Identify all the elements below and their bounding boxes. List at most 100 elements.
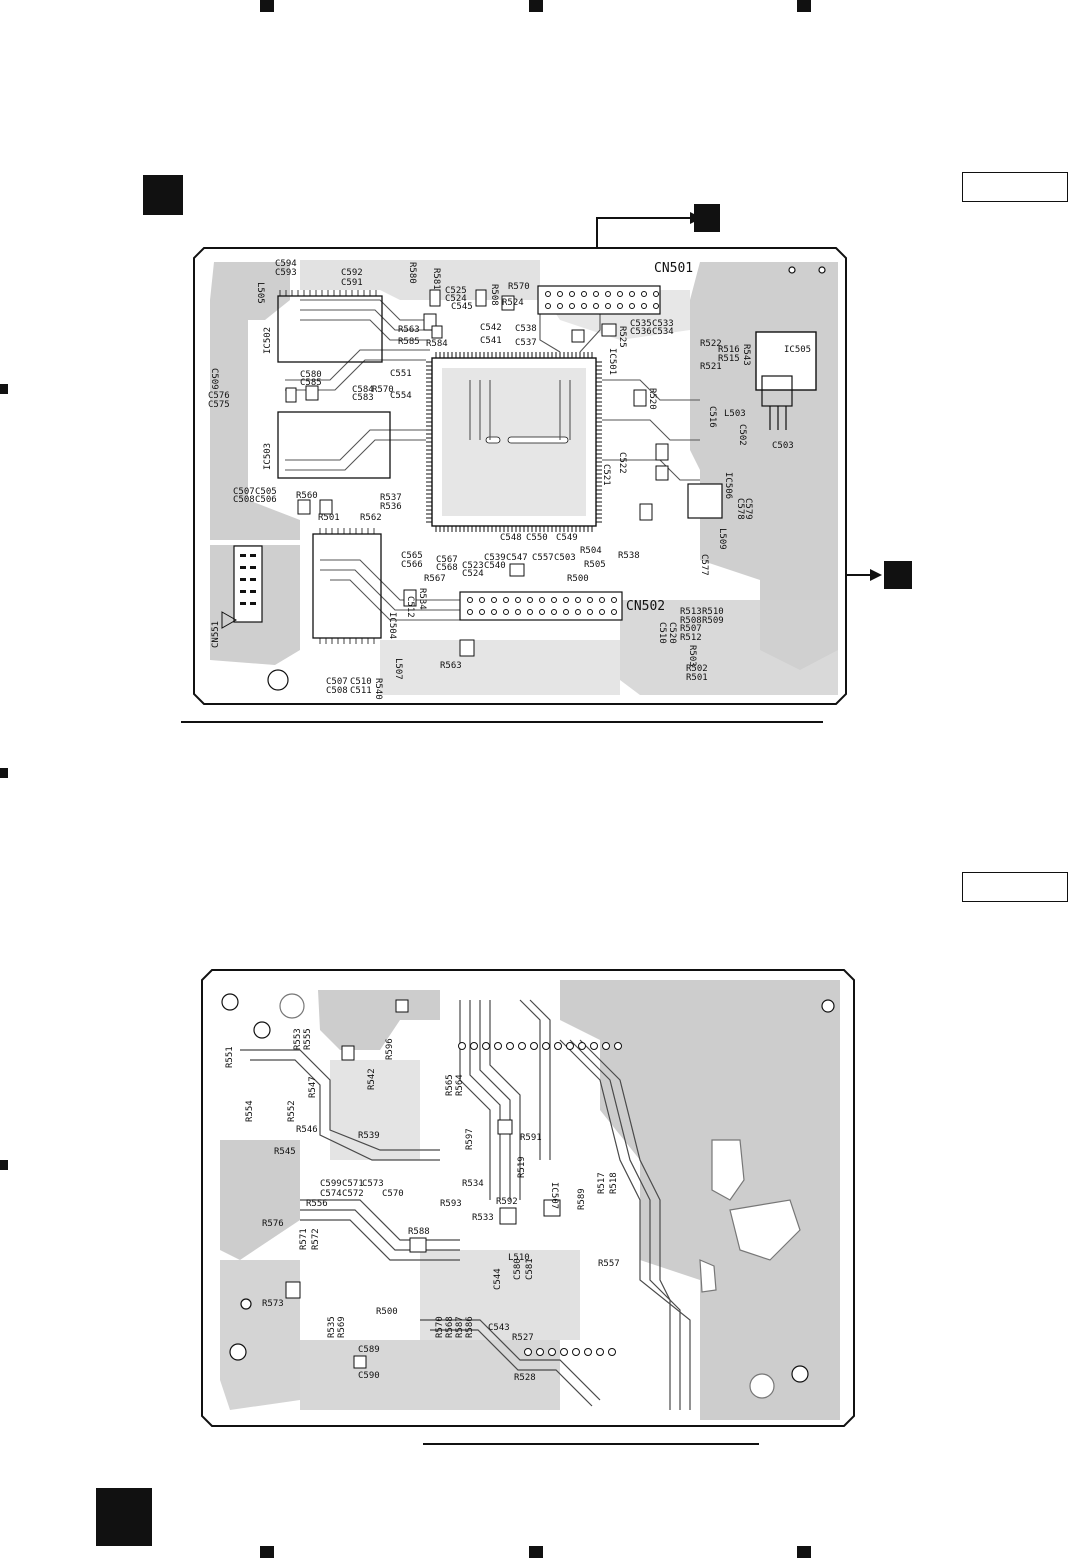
svg-text:R560: R560 xyxy=(296,491,318,501)
svg-text:C568: C568 xyxy=(436,563,458,573)
svg-text:R555: R555 xyxy=(303,1028,313,1050)
svg-text:C521: C521 xyxy=(601,464,611,486)
svg-text:R515: R515 xyxy=(718,354,740,364)
svg-text:R565: R565 xyxy=(445,1074,455,1096)
svg-text:R505: R505 xyxy=(584,560,606,570)
svg-text:R573: R573 xyxy=(262,1299,284,1309)
svg-text:R500: R500 xyxy=(567,574,589,584)
svg-text:R557: R557 xyxy=(598,1259,620,1269)
svg-text:C507: C507 xyxy=(233,487,255,497)
svg-text:C574: C574 xyxy=(320,1189,342,1199)
svg-text:R585: R585 xyxy=(398,337,420,347)
svg-text:C584: C584 xyxy=(352,385,374,395)
page-number-block xyxy=(96,1488,152,1546)
svg-text:C578: C578 xyxy=(735,498,745,520)
svg-text:R589: R589 xyxy=(577,1188,587,1210)
svg-text:R586: R586 xyxy=(465,1316,475,1338)
svg-text:C511: C511 xyxy=(350,686,372,696)
svg-text:R546: R546 xyxy=(296,1125,318,1135)
svg-text:C544: C544 xyxy=(493,1268,503,1290)
ic502-label: IC502 xyxy=(263,327,273,354)
svg-text:R520: R520 xyxy=(647,388,657,410)
svg-text:C583: C583 xyxy=(352,393,374,403)
pcb-top-side-diagram: CN501 CN502 CN551 IC501 IC502 IC503 IC50… xyxy=(193,204,912,705)
svg-text:R564: R564 xyxy=(455,1074,465,1096)
svg-text:C503: C503 xyxy=(554,553,576,563)
svg-text:C570: C570 xyxy=(382,1189,404,1199)
svg-text:C579: C579 xyxy=(743,498,753,520)
svg-text:C535: C535 xyxy=(630,319,652,329)
side-tag-box-bottom xyxy=(962,872,1068,902)
svg-text:C524: C524 xyxy=(445,294,467,304)
svg-text:R592: R592 xyxy=(496,1197,518,1207)
registration-mark-bottom-center xyxy=(529,1546,543,1558)
ic503-label: IC503 xyxy=(263,443,273,470)
svg-text:C509: C509 xyxy=(209,368,219,390)
svg-text:C580: C580 xyxy=(300,370,322,380)
svg-text:C576: C576 xyxy=(208,391,230,401)
svg-text:C510: C510 xyxy=(657,622,667,644)
svg-text:C516: C516 xyxy=(707,406,717,428)
svg-text:R540: R540 xyxy=(373,678,383,700)
cn551-label: CN551 xyxy=(211,621,221,648)
svg-text:R563: R563 xyxy=(440,661,462,671)
cn502-label: CN502 xyxy=(626,599,665,614)
pcb-bottom-side-diagram: IC507 R551 R553 R555 R554 R552 R547 R542… xyxy=(201,969,855,1427)
svg-text:R588: R588 xyxy=(408,1227,430,1237)
bottom-board-designators: IC507 R551 R553 R555 R554 R552 R547 R542… xyxy=(225,1028,620,1383)
svg-text:C502: C502 xyxy=(737,424,747,446)
side-mark-1 xyxy=(0,384,8,394)
svg-text:R536: R536 xyxy=(380,502,402,512)
ic502-package xyxy=(277,290,383,363)
svg-text:R562: R562 xyxy=(360,513,382,523)
svg-text:R543: R543 xyxy=(741,344,751,366)
cn502-header xyxy=(459,591,623,621)
svg-text:C505: C505 xyxy=(255,487,277,497)
svg-text:C507: C507 xyxy=(326,677,348,687)
svg-text:R504: R504 xyxy=(580,546,602,556)
svg-text:R522: R522 xyxy=(700,339,722,349)
svg-text:L509: L509 xyxy=(717,528,727,550)
svg-text:C565: C565 xyxy=(401,551,423,561)
side-mark-3 xyxy=(0,1160,8,1170)
svg-text:C567: C567 xyxy=(436,555,458,565)
svg-text:R591: R591 xyxy=(520,1133,542,1143)
svg-text:C534: C534 xyxy=(652,327,674,337)
svg-text:R572: R572 xyxy=(311,1228,321,1250)
svg-text:R521: R521 xyxy=(700,362,722,372)
svg-text:C541: C541 xyxy=(480,336,502,346)
svg-text:C545: C545 xyxy=(451,302,473,312)
svg-text:C524: C524 xyxy=(462,569,484,579)
svg-text:R584: R584 xyxy=(426,339,448,349)
svg-text:C566: C566 xyxy=(401,560,423,570)
svg-text:C580: C580 xyxy=(513,1258,523,1280)
svg-text:R570: R570 xyxy=(435,1316,445,1338)
svg-text:R502: R502 xyxy=(686,664,708,674)
svg-text:R524: R524 xyxy=(502,298,524,308)
svg-text:C540: C540 xyxy=(484,561,506,571)
svg-text:R513: R513 xyxy=(680,607,702,617)
svg-text:C539: C539 xyxy=(484,553,506,563)
svg-text:C522: C522 xyxy=(617,452,627,474)
bottom-pad-row xyxy=(458,1042,622,1356)
svg-text:R534: R534 xyxy=(417,588,427,610)
svg-text:R537: R537 xyxy=(380,493,402,503)
svg-text:R500: R500 xyxy=(376,1307,398,1317)
ic506-label: IC506 xyxy=(723,472,733,499)
svg-text:R516: R516 xyxy=(718,345,740,355)
svg-text:R501: R501 xyxy=(318,513,340,523)
svg-text:R501: R501 xyxy=(686,673,708,683)
svg-text:R551: R551 xyxy=(225,1046,235,1068)
ic504-package xyxy=(312,528,382,644)
svg-text:C593: C593 xyxy=(275,268,297,278)
svg-text:R534: R534 xyxy=(462,1179,484,1189)
svg-text:R518: R518 xyxy=(609,1172,619,1194)
svg-text:L503: L503 xyxy=(724,409,746,419)
svg-text:C575: C575 xyxy=(208,400,230,410)
svg-text:R508: R508 xyxy=(489,284,499,306)
svg-text:R552: R552 xyxy=(287,1100,297,1122)
section-marker-block xyxy=(143,175,183,215)
registration-mark-top-left xyxy=(260,0,274,12)
svg-text:R581: R581 xyxy=(431,268,441,290)
svg-text:C537: C537 xyxy=(515,338,537,348)
